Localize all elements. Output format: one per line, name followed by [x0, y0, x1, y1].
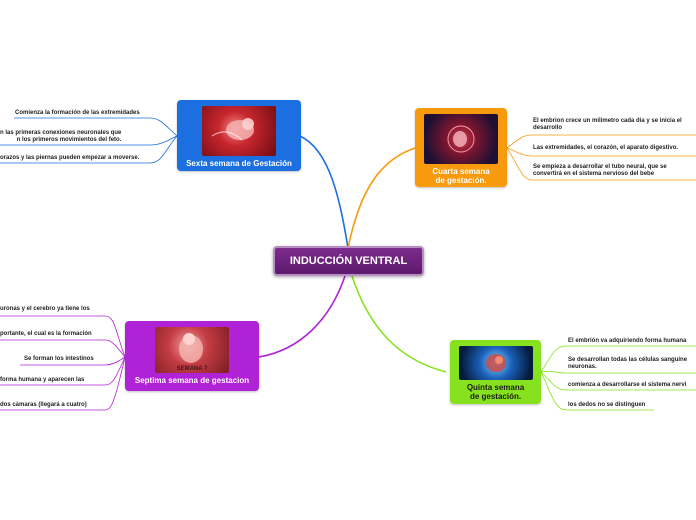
subtopic-line: neuronas. [568, 364, 597, 370]
subtopic[interactable]: orazos y las piernas pueden empezar a mo… [0, 155, 140, 161]
subtopic-line: n las primeras conexiones neuronales que [0, 130, 122, 136]
connector-quinta [351, 275, 447, 373]
subtopic[interactable]: Comienza la formación de las extremidade… [15, 110, 140, 116]
quinta-branches [540, 345, 696, 411]
topic-label-line2: de gestación. [435, 176, 487, 185]
topic-label: Septima semana de gestacion [134, 376, 250, 385]
subtopic[interactable]: los dedos no se distinguen [568, 402, 646, 408]
topic-septima-semana[interactable]: SEMANA 7 Septima semana de gestacion [125, 321, 259, 391]
subtopic[interactable]: comienza a desarrollarse el sistema nerv… [568, 382, 687, 388]
topic-label-line1: Cuarta semana [432, 167, 490, 176]
cuarta-branches [506, 134, 696, 181]
topic-label-line1: Quinta semana [466, 383, 525, 392]
central-topic[interactable]: INDUCCIÓN VENTRAL [273, 246, 424, 276]
subtopic[interactable]: El embrión va adquiriendo forma humana [568, 338, 687, 344]
subtopic[interactable]: dos cámaras (llegará a cuatro) [0, 402, 87, 408]
subtopic[interactable]: Se empieza a desarrollar el tubo neural,… [533, 164, 667, 178]
embryo-image [458, 346, 533, 380]
topic-label: Cuarta semana de gestación. [415, 167, 507, 185]
subtopic-line: Se empieza a desarrollar el tubo neural,… [533, 164, 667, 170]
connector-septima [258, 275, 346, 358]
topic-label-line2: de gestación. [469, 392, 522, 401]
topic-cuarta-semana[interactable]: Cuarta semana de gestación. [415, 108, 507, 187]
image-caption: SEMANA 7 [176, 366, 208, 372]
subtopic[interactable]: uronas y el cerebro ya tiene los [0, 306, 90, 312]
subtopic[interactable]: portante, el cual es la formación [0, 331, 92, 337]
subtopic-line: Se desarrollan todas las células sanguín… [568, 357, 688, 363]
subtopic[interactable]: El embrion crece un milimetro cada dia y… [533, 118, 682, 132]
septima-branches [0, 315, 126, 411]
subtopic[interactable]: forma humana y aparecen las [0, 377, 85, 383]
connector-sexta [299, 135, 349, 249]
subtopic-line: n los primeros movimientos del feto. [16, 137, 122, 143]
connector-cuarta [347, 147, 416, 249]
topic-sexta-semana[interactable]: Sexta semana de Gestación [177, 100, 301, 171]
sexta-branches [0, 117, 178, 164]
subtopic[interactable]: Se desarrollan todas las células sanguín… [568, 357, 687, 371]
subtopic-line: desarrollo [533, 125, 563, 131]
subtopic-line: El embrion crece un milimetro cada dia y… [533, 118, 682, 124]
subtopic-line: convertirá en el sistema nervioso del be… [533, 171, 655, 177]
topic-label: Quinta semana de gestación. [450, 383, 541, 401]
embryo-image: SEMANA 7 [155, 327, 229, 373]
embryo-image [202, 106, 276, 156]
subtopic[interactable]: n las primeras conexiones neuronales que… [0, 130, 121, 144]
subtopic[interactable]: Se forman los intestinos [24, 356, 94, 362]
topic-quinta-semana[interactable]: Quinta semana de gestación. [450, 340, 541, 404]
topic-label: Sexta semana de Gestación [186, 159, 292, 168]
subtopic[interactable]: Las extremidades, el corazón, el aparato… [533, 145, 679, 151]
embryo-image [424, 114, 498, 164]
